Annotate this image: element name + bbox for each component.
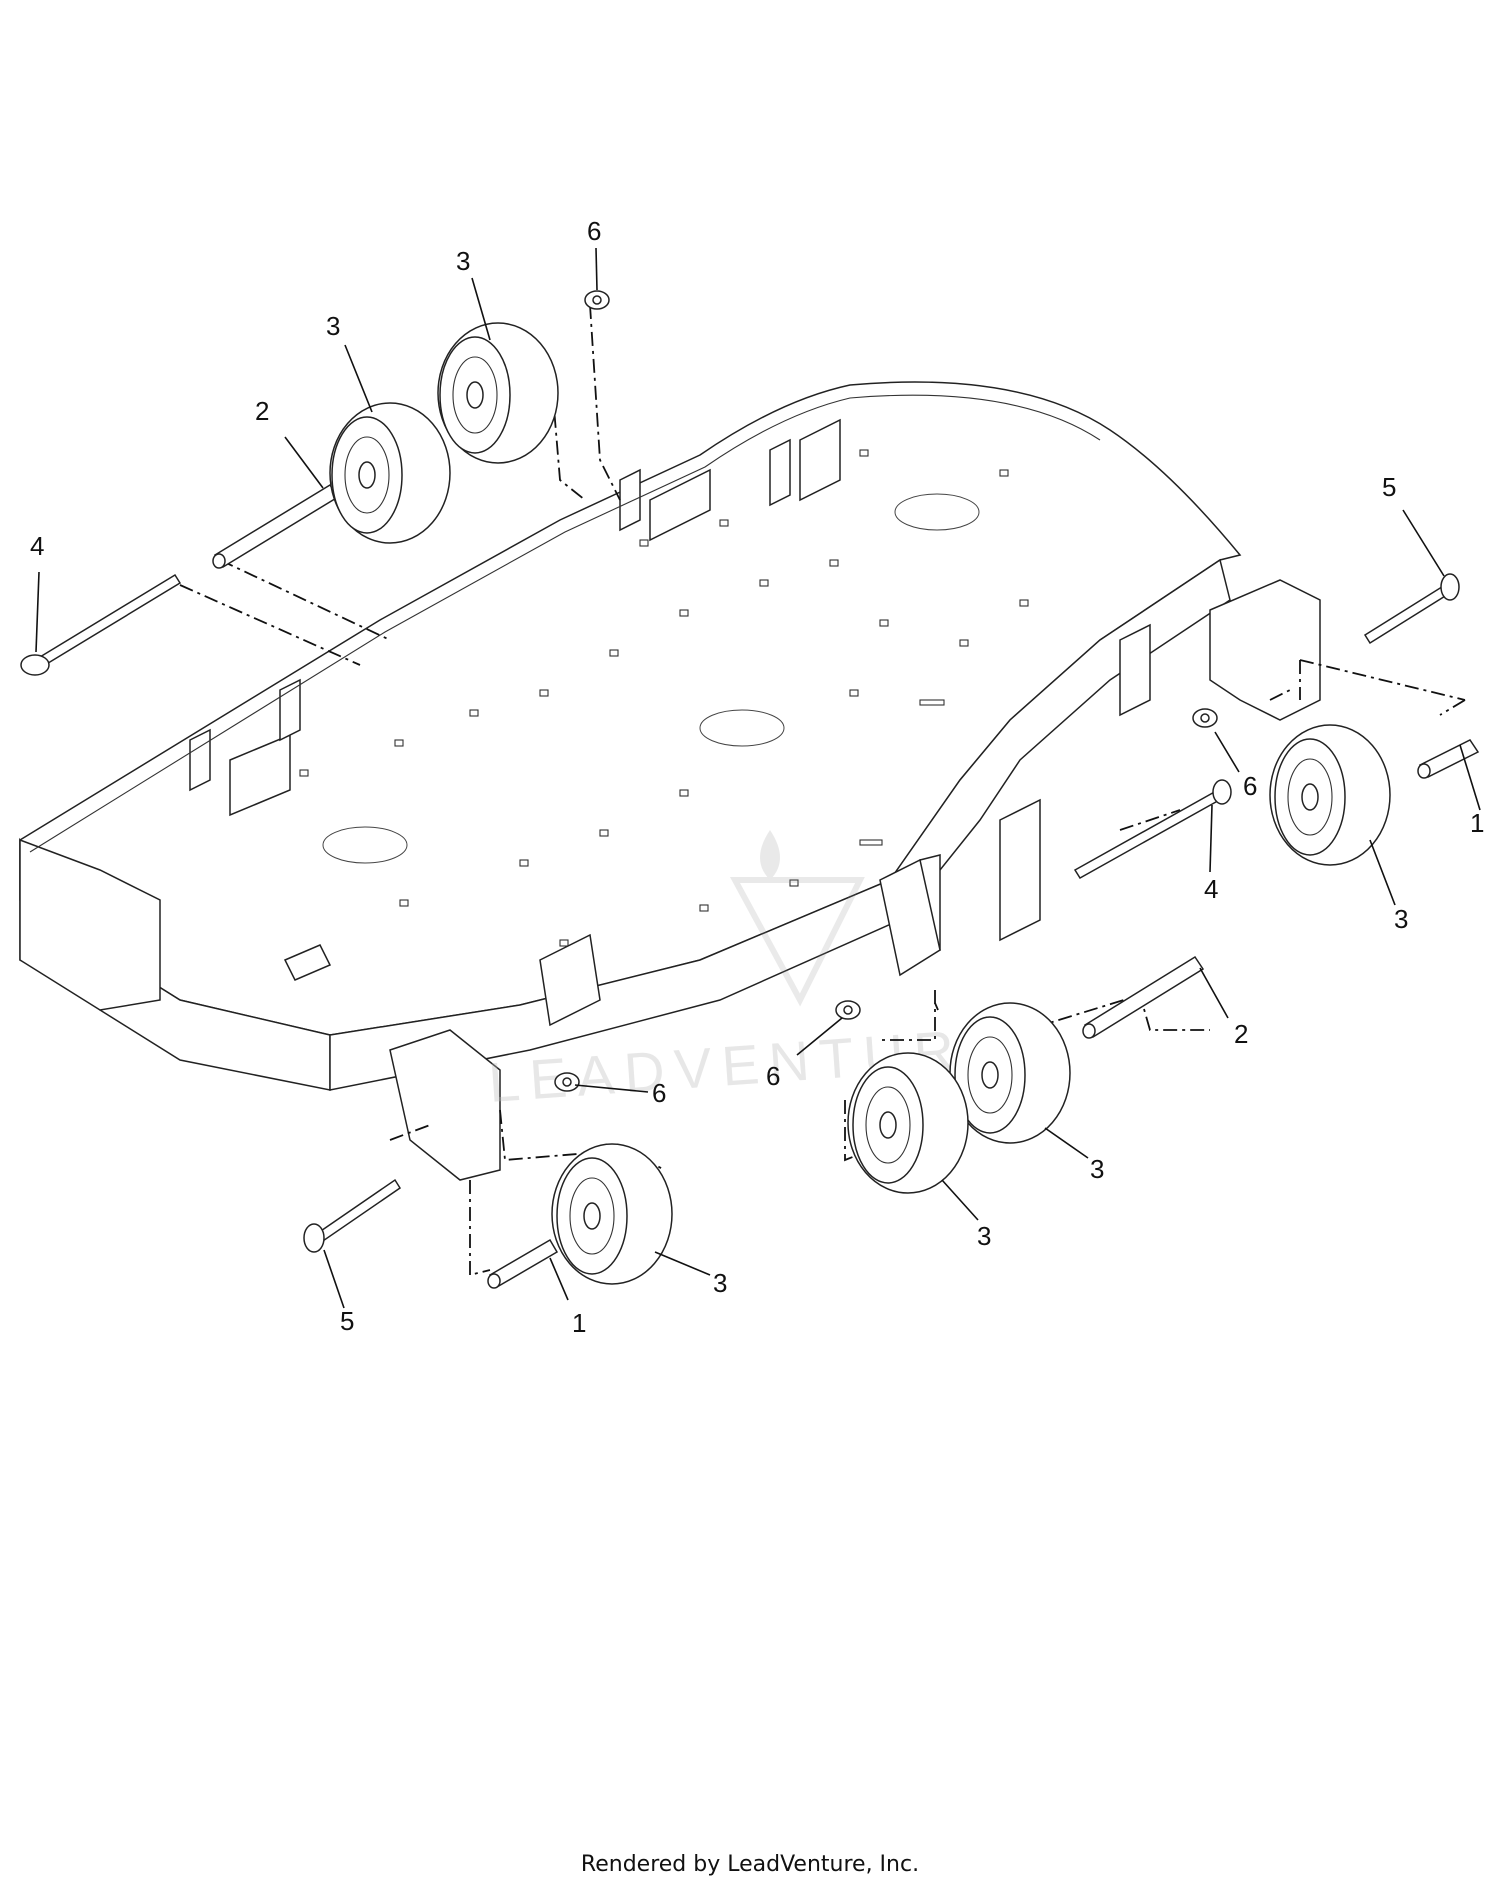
wheel-2 (437, 322, 559, 464)
wheel-5 (847, 1052, 969, 1194)
wheel-3 (1269, 724, 1391, 866)
callout-3: 3 (977, 1221, 991, 1251)
mower-deck (19, 381, 1321, 1181)
callout-6: 6 (587, 216, 601, 246)
callout-2: 2 (1234, 1019, 1248, 1049)
callout-3: 3 (1090, 1154, 1104, 1184)
render-credit: Rendered by LeadVenture, Inc. (580, 1852, 920, 1877)
callout-5: 5 (1382, 472, 1396, 502)
wheel-1 (329, 402, 451, 544)
watermark-logo (729, 830, 865, 1007)
callout-3: 3 (1394, 904, 1408, 934)
callout-6: 6 (652, 1078, 666, 1108)
callout-4: 4 (1204, 874, 1218, 904)
callout-5: 5 (340, 1306, 354, 1336)
callout-6: 6 (1243, 771, 1257, 801)
wheel-6 (551, 1143, 673, 1285)
callout-3: 3 (713, 1268, 727, 1298)
callout-3: 3 (326, 311, 340, 341)
callout-1: 1 (1470, 808, 1484, 838)
callout-6: 6 (766, 1061, 780, 1091)
callout-3: 3 (456, 246, 470, 276)
callout-4: 4 (30, 531, 44, 561)
callout-1: 1 (572, 1308, 586, 1338)
callouts: 6 3 3 2 4 5 6 1 4 3 2 6 3 6 3 3 1 5 (30, 216, 1484, 1338)
leader-lines (35, 247, 1481, 1309)
callout-2: 2 (255, 396, 269, 426)
wheels (329, 322, 1391, 1285)
wheel-4 (949, 1002, 1071, 1144)
